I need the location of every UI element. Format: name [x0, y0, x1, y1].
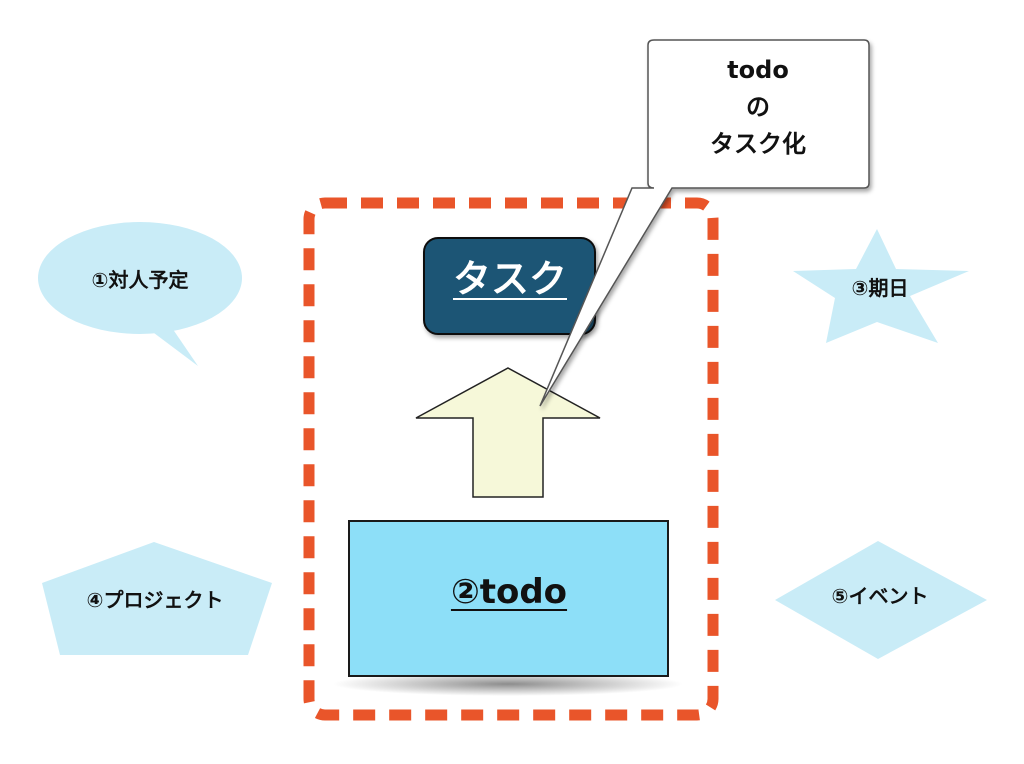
- task-label: タスク: [452, 257, 567, 301]
- deadline-star-shape: [793, 229, 969, 343]
- callout-line-3: タスク化: [710, 130, 806, 158]
- meeting-bubble-shape: [38, 222, 242, 366]
- event-diamond-shape: [775, 541, 987, 659]
- callout-shape: [539, 39, 870, 407]
- todo-box: [348, 520, 669, 677]
- event-label: ⑤イベント: [831, 584, 929, 608]
- todo-box-shadow: [333, 672, 683, 696]
- callout-text: todo の タスク化: [648, 52, 868, 163]
- project-pentagon-shape: [42, 542, 272, 655]
- callout-line-2: の: [746, 93, 770, 121]
- todo-label: ②todo: [450, 572, 568, 612]
- deadline-label: ③期日: [851, 276, 909, 300]
- dashed-group-frame: [303, 197, 719, 721]
- callout-line-1: todo: [727, 56, 789, 84]
- meeting-label: ①対人予定: [91, 268, 189, 292]
- up-arrow: [415, 367, 601, 498]
- project-label: ④プロジェクト: [86, 588, 224, 612]
